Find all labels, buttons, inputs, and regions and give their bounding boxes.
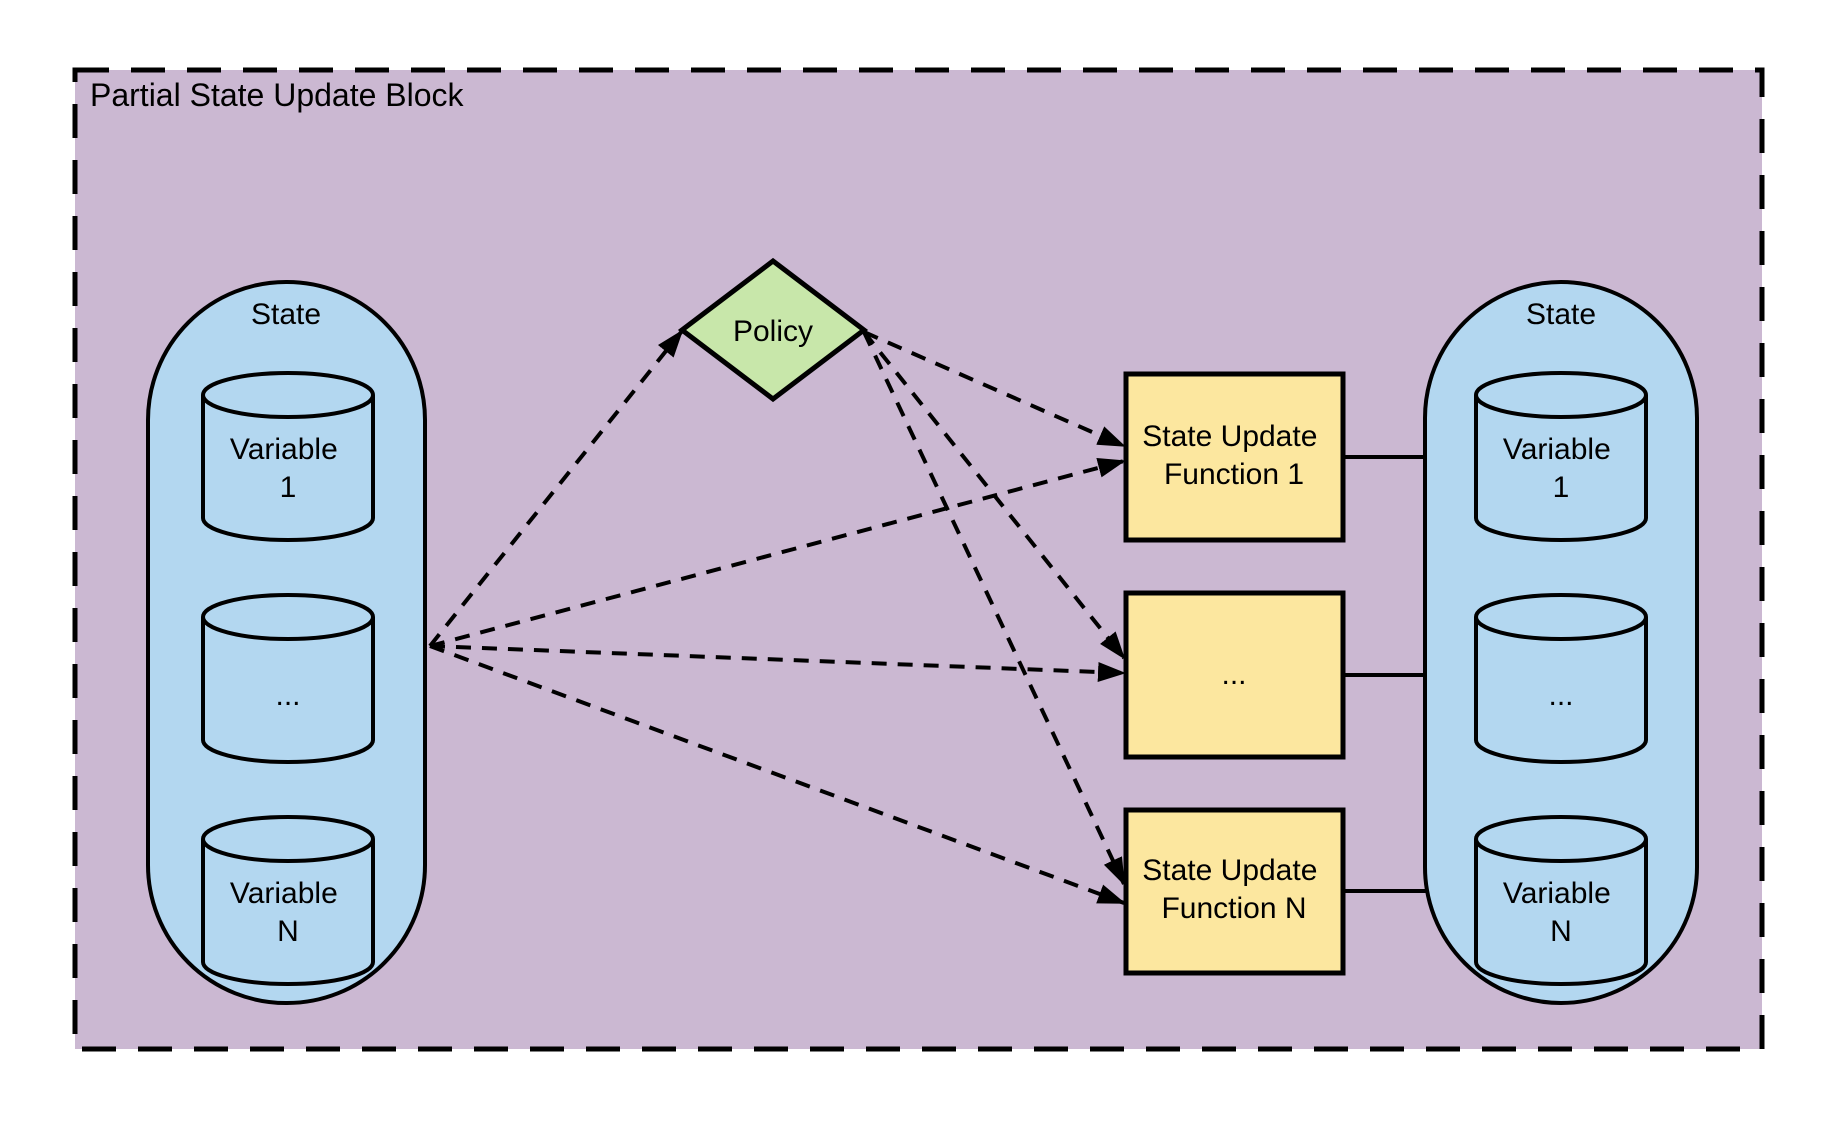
state-update-function-1-label: State Update Function 1 [1142, 420, 1325, 491]
policy-label: Policy [733, 315, 813, 348]
dashed-arrow-state-to-function-ellipsis [429, 644, 1126, 682]
left-state-label: State [251, 298, 321, 331]
right-variable-1-label: Variable 1 [1503, 433, 1619, 504]
right-variable-ellipsis-label: ... [1548, 679, 1573, 712]
dashed-arrow-policy-to-function-n [862, 331, 1126, 886]
dashed-arrow-state-to-function-1 [429, 458, 1126, 648]
right-variable-n-label: Variable N [1503, 877, 1619, 948]
state-update-function-n-box [1123, 807, 1346, 976]
left-variable-1-label: Variable 1 [230, 433, 346, 504]
state-update-function-n-label: State Update Function N [1142, 854, 1325, 925]
dashed-arrow-policy-to-function-1 [863, 330, 1126, 448]
state-update-function-ellipsis-label: ... [1221, 658, 1246, 691]
block-title: Partial State Update Block [90, 77, 465, 113]
state-update-function-ellipsis-box [1123, 590, 1346, 760]
right-state-label: State [1526, 298, 1596, 331]
policy-diamond [677, 257, 869, 403]
state-update-function-1-box [1123, 371, 1346, 543]
dashed-arrow-policy-to-function-ellipsis [862, 330, 1126, 660]
left-variable-ellipsis-label: ... [275, 679, 300, 712]
dashed-arrow-state-to-function-n [429, 644, 1126, 905]
left-variable-n-label: Variable N [230, 877, 346, 948]
